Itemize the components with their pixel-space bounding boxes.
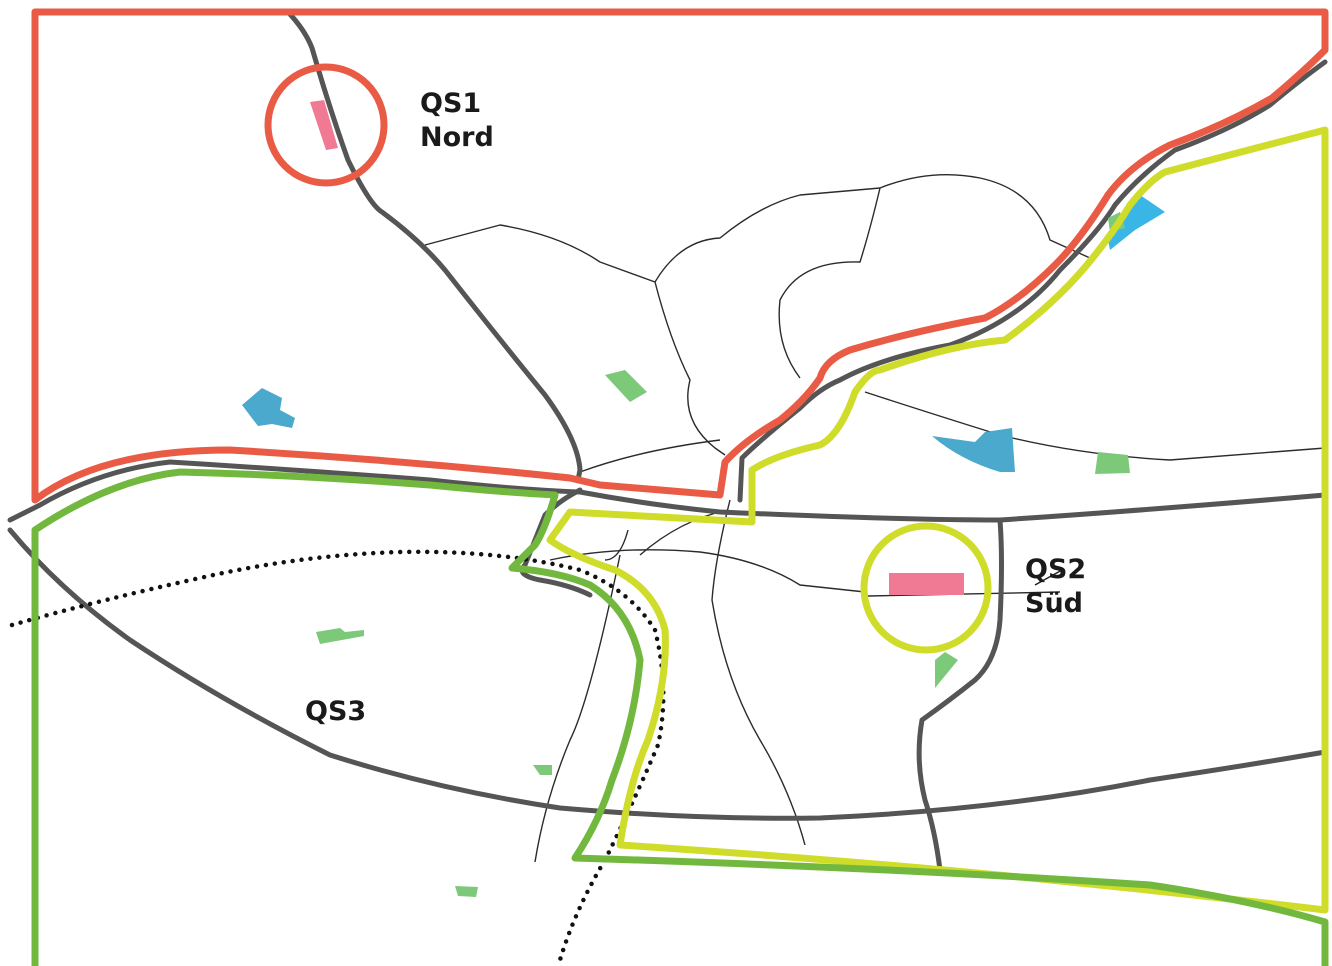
qs1-marker [264, 63, 388, 187]
minor-street [654, 281, 726, 456]
water-area [932, 428, 1015, 472]
qs3-label: QS3 [305, 696, 366, 727]
green-space [605, 370, 647, 402]
green-space [316, 628, 364, 644]
qs1-label: QS1 [420, 88, 481, 119]
green-space [533, 765, 552, 775]
qs1-site [310, 100, 338, 150]
qs1-sublabel: Nord [420, 122, 494, 153]
green-space [935, 652, 958, 688]
green-space [455, 886, 478, 897]
main-road [285, 9, 583, 483]
qs2-boundary [546, 126, 1329, 914]
water-area [1108, 195, 1165, 250]
railway-line [9, 549, 666, 963]
main-road [737, 59, 1328, 503]
water-areas [242, 195, 1165, 472]
minor-street [711, 499, 806, 846]
minor-street [778, 187, 881, 379]
main-road [916, 517, 1004, 873]
qs1-boundary [31, 8, 1329, 504]
qs2-sublabel: Süd [1025, 588, 1083, 619]
qs2-label: QS2 [1025, 554, 1086, 585]
qs2-marker [860, 522, 1063, 654]
minor-streets [424, 173, 1326, 863]
qs1-ring [264, 63, 388, 187]
green-space [1095, 452, 1130, 474]
minor-street [579, 439, 721, 473]
minor-street [424, 224, 656, 283]
qs3-boundary [31, 468, 1329, 966]
green-spaces [316, 212, 1130, 897]
qs2-site [889, 573, 964, 595]
main-road [519, 487, 593, 598]
main-road [7, 459, 1328, 523]
main-road [7, 527, 1328, 821]
water-area [242, 388, 295, 428]
minor-street [879, 173, 1091, 259]
qs2-ring [860, 522, 992, 654]
district-labels: QS1 Nord QS2 Süd QS3 [305, 88, 1086, 727]
minor-street [534, 554, 621, 863]
minor-street [654, 187, 881, 283]
minor-street [549, 549, 866, 593]
minor-street [604, 529, 629, 561]
qs2-leader-line [1034, 569, 1063, 586]
main-roads [7, 9, 1328, 873]
